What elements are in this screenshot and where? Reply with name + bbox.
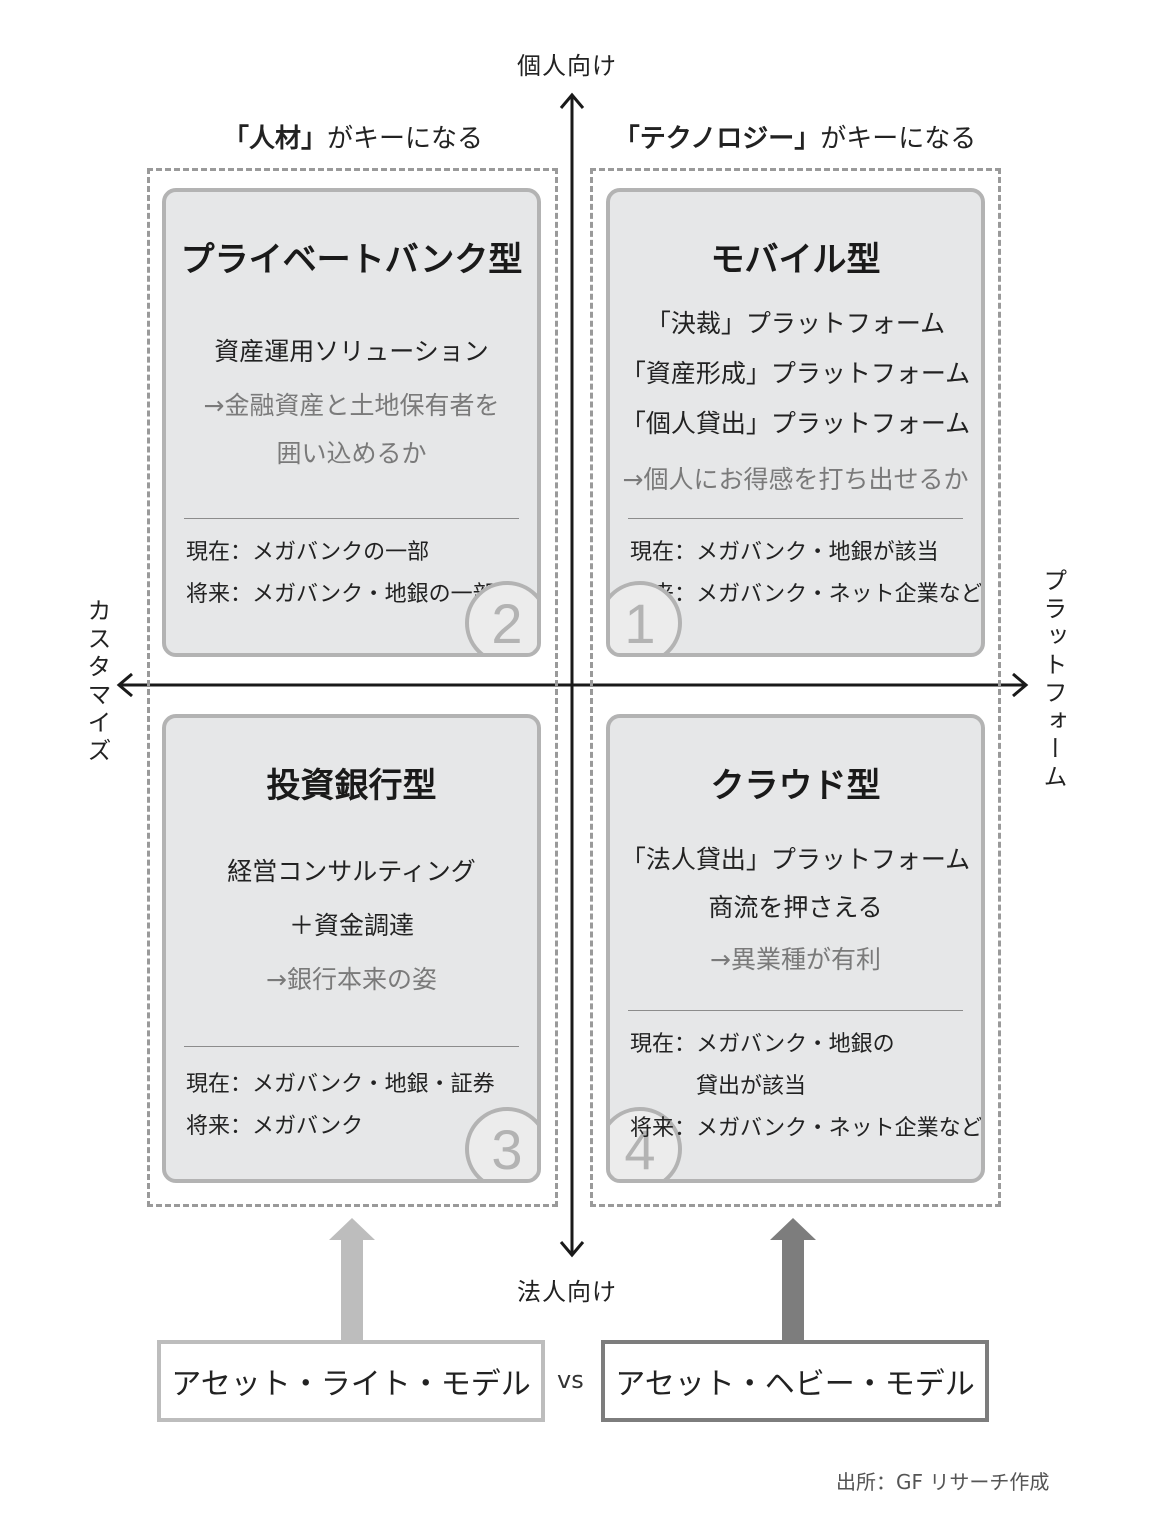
arrow-right-icon bbox=[1012, 672, 1029, 698]
technology-group-box bbox=[590, 168, 1001, 1207]
quadrant-title: モバイル型 bbox=[710, 240, 881, 280]
quadrant-note: 囲い込めるか bbox=[276, 439, 427, 468]
quadrant-line: 「資産形成」プラットフォーム bbox=[620, 359, 971, 388]
light-model-arrow bbox=[329, 1218, 375, 1344]
quadrant-status: 将来：メガバンク bbox=[186, 1114, 364, 1139]
quadrant-status: 将来：メガバンク・ネット企業など bbox=[630, 1116, 983, 1141]
quadrant-title: プライベートバンク型 bbox=[180, 240, 523, 280]
quadrant-line: 「法人貸出」プラットフォーム bbox=[620, 845, 971, 874]
axis-label-bottom: 法人向け bbox=[517, 1278, 617, 1306]
source-note: 出所：GF リサーチ作成 bbox=[836, 1470, 1050, 1494]
quadrant-divider bbox=[628, 1010, 963, 1011]
quadrant-note: →銀行本来の姿 bbox=[266, 965, 437, 994]
quadrant-title: 投資銀行型 bbox=[266, 766, 437, 806]
quadrant-number-badge: 2 bbox=[465, 581, 537, 653]
heavy-model-arrow bbox=[770, 1218, 816, 1344]
key-label-technology-bold: 「テクノロジー」 bbox=[613, 124, 821, 154]
quadrant-cloud: クラウド型 「法人貸出」プラットフォーム 商流を押さえる →異業種が有利 4 現… bbox=[606, 714, 985, 1183]
asset-heavy-model-box: アセット・ヘビー・モデル bbox=[601, 1340, 989, 1422]
axis-label-top: 個人向け bbox=[517, 52, 617, 80]
arrow-down-icon bbox=[559, 1241, 585, 1258]
key-label-technology: 「テクノロジー」がキーになる bbox=[590, 118, 1000, 155]
key-label-human-bold: 「人材」 bbox=[222, 124, 327, 154]
quadrant-status: 将来：メガバンク・地銀の一部 bbox=[186, 582, 495, 607]
quadrant-divider bbox=[184, 518, 519, 519]
axis-label-right: プラットフォーム bbox=[1039, 568, 1067, 792]
quadrant-number-badge: 1 bbox=[610, 581, 682, 653]
quadrant-line: 「決裁」プラットフォーム bbox=[645, 309, 946, 338]
quadrant-divider bbox=[184, 1046, 519, 1047]
quadrant-number-badge: 3 bbox=[465, 1107, 537, 1179]
key-label-technology-rest: がキーになる bbox=[820, 124, 977, 154]
quadrant-status: 現在：メガバンク・地銀の bbox=[630, 1032, 895, 1057]
key-label-human-rest: がキーになる bbox=[327, 124, 484, 154]
versus-label: vs bbox=[557, 1366, 584, 1394]
quadrant-mobile: モバイル型 「決裁」プラットフォーム 「資産形成」プラットフォーム 「個人貸出」… bbox=[606, 188, 985, 657]
arrow-left-icon bbox=[116, 672, 133, 698]
vertical-axis bbox=[559, 92, 585, 1258]
horizontal-axis bbox=[116, 672, 1029, 698]
quadrant-divider bbox=[628, 518, 963, 519]
quadrant-note: →個人にお得感を打ち出せるか bbox=[622, 465, 969, 494]
quadrant-line: 商流を押さえる bbox=[708, 893, 883, 922]
quadrant-title: クラウド型 bbox=[710, 766, 881, 806]
quadrant-status: 現在：メガバンクの一部 bbox=[186, 540, 430, 565]
axis-label-left: カスタマイズ bbox=[83, 598, 111, 766]
human-group-box bbox=[147, 168, 558, 1207]
quadrant-note: →金融資産と土地保有者を bbox=[203, 391, 500, 420]
quadrant-status: 貸出が該当 bbox=[630, 1074, 807, 1099]
quadrant-line: 経営コンサルティング bbox=[227, 857, 476, 886]
arrow-up-icon bbox=[559, 92, 585, 109]
quadrant-line: 「個人貸出」プラットフォーム bbox=[620, 409, 971, 438]
quadrant-line: 資産運用ソリューション bbox=[214, 337, 489, 366]
quadrant-note: →異業種が有利 bbox=[710, 945, 881, 974]
asset-light-model-box: アセット・ライト・モデル bbox=[157, 1340, 545, 1422]
quadrant-status: 現在：メガバンク・地銀・証券 bbox=[186, 1072, 495, 1097]
quadrant-investment-bank: 投資銀行型 経営コンサルティング ＋資金調達 →銀行本来の姿 現在：メガバンク・… bbox=[162, 714, 541, 1183]
quadrant-private-bank: プライベートバンク型 資産運用ソリューション →金融資産と土地保有者を 囲い込め… bbox=[162, 188, 541, 657]
quadrant-status: 現在：メガバンク・地銀が該当 bbox=[630, 540, 939, 565]
quadrant-number-badge: 4 bbox=[610, 1107, 682, 1179]
quadrant-status: 将来：メガバンク・ネット企業など bbox=[630, 582, 983, 607]
quadrant-line: ＋資金調達 bbox=[288, 911, 414, 940]
key-label-human: 「人材」がキーになる bbox=[148, 118, 558, 155]
